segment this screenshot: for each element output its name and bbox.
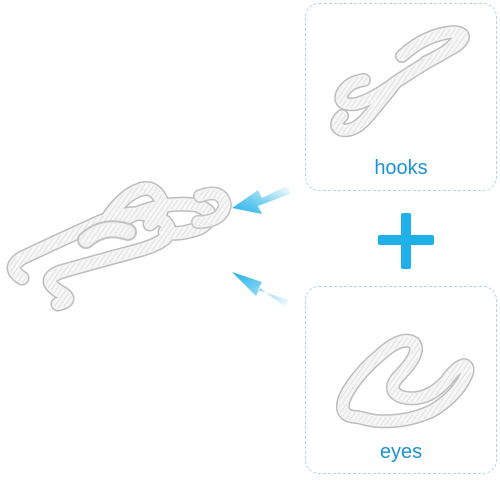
hooks-label: hooks	[374, 157, 428, 179]
plus-icon	[378, 213, 434, 269]
eyes-label: eyes	[379, 441, 423, 463]
eye-image	[336, 333, 475, 429]
eyes-panel: eyes	[305, 286, 497, 474]
hook-image	[330, 25, 470, 138]
hooks-panel: hooks	[305, 3, 497, 191]
